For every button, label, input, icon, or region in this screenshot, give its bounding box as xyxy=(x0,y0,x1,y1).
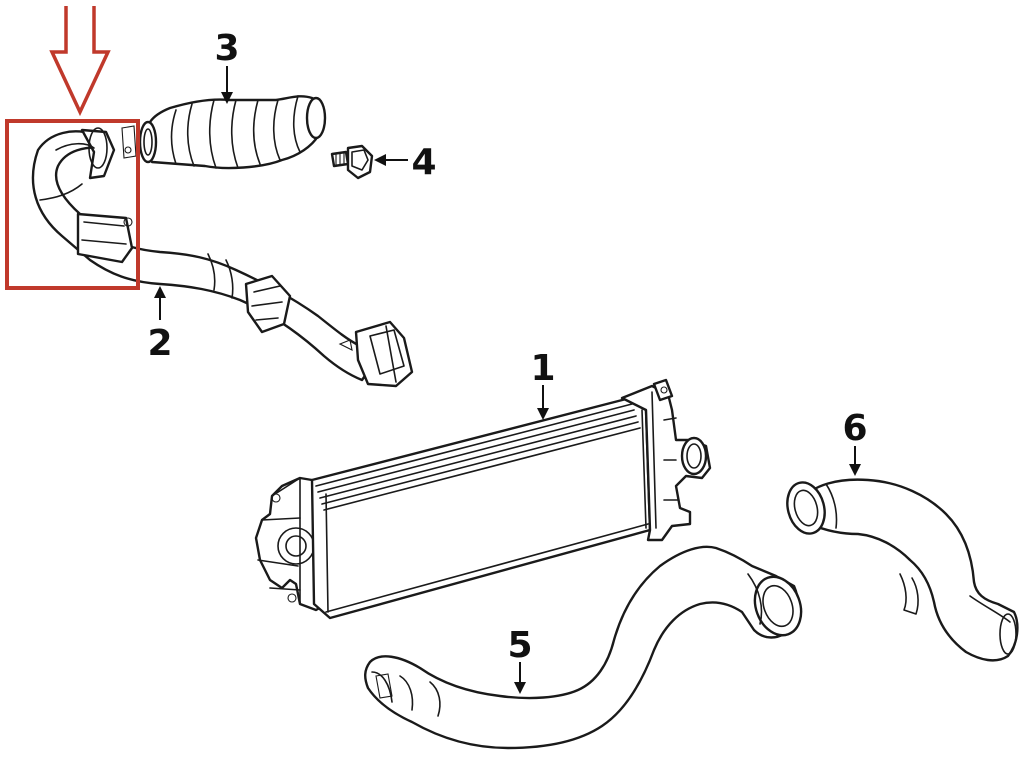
part-3-resonator[interactable] xyxy=(121,95,327,170)
arrowhead-1 xyxy=(537,408,549,420)
highlight-overlay xyxy=(5,6,140,290)
arrowhead-3 xyxy=(221,92,233,104)
highlight-down-arrow-icon xyxy=(49,6,111,117)
part-6-outlet-hose[interactable] xyxy=(782,478,1019,662)
leader-arrows xyxy=(154,66,861,694)
arrowhead-5 xyxy=(514,682,526,694)
callout-numbers: 3 4 2 1 6 5 xyxy=(147,28,867,666)
arrowhead-6 xyxy=(849,464,861,476)
part-1-intercooler[interactable] xyxy=(254,378,712,620)
callout-4: 4 xyxy=(411,142,436,183)
highlight-box xyxy=(5,119,140,290)
part-5-inlet-hose[interactable] xyxy=(364,545,809,750)
arrowhead-4 xyxy=(374,154,386,166)
callout-6: 6 xyxy=(842,408,867,449)
part-2-upper-hose[interactable] xyxy=(31,127,414,388)
callout-3: 3 xyxy=(214,28,239,69)
part-4-bolt[interactable] xyxy=(330,144,374,180)
callout-2: 2 xyxy=(147,323,172,364)
callout-1: 1 xyxy=(530,348,555,389)
callout-5: 5 xyxy=(507,625,532,666)
arrowhead-2 xyxy=(154,286,166,298)
